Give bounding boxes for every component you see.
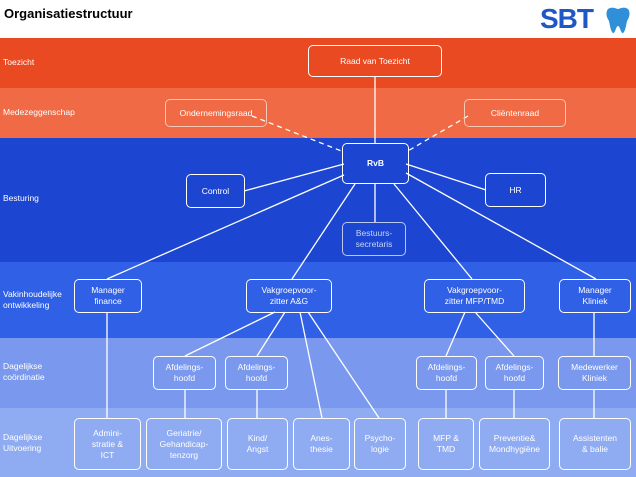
node-bestuurssecretaris: Bestuurs- secretaris — [342, 222, 406, 256]
line-rvb-mfp — [393, 183, 473, 280]
line-ag-afd1 — [184, 311, 276, 357]
line-rvb-kliniek — [405, 172, 597, 280]
line-ag-afd2 — [256, 311, 286, 357]
node-assistenten: Assistenten & balie — [559, 418, 631, 470]
line-mfp-afd3 — [445, 311, 466, 357]
node-anesthesie: Anes- thesie — [293, 418, 350, 470]
band-vakinhoudelijk: Vakinhoudelijke ontwikkeling — [0, 262, 636, 338]
band-toezicht: Toezicht — [0, 38, 636, 88]
band-dagelijkse-uitvoering: Dagelijkse Uitvoering — [0, 408, 636, 477]
node-hr: HR — [485, 173, 546, 207]
node-vakgroep-mfp: Vakgroepvoor- zitter MFP/TMD — [424, 279, 525, 313]
line-rvb-ag — [291, 183, 356, 280]
node-afdelingshoofd-4: Afdelings- hoofd — [485, 356, 544, 390]
node-administratie-ict: Admini- stratie & ICT — [74, 418, 141, 470]
node-medewerker-kliniek: Medewerker Kliniek — [558, 356, 631, 390]
node-geriatrie: Geriatrie/ Gehandicap- tenzorg — [146, 418, 222, 470]
line-cr-rvb — [405, 115, 469, 153]
line-rvb-finance — [106, 174, 345, 280]
band-label-dagelijkse-uitvoering: Dagelijkse Uitvoering — [3, 432, 43, 453]
line-ag-anesthesie — [299, 311, 323, 419]
line-ag-psychologie — [307, 311, 380, 419]
band-label-medezeggenschap: Medezeggenschap — [3, 107, 75, 117]
node-raad-van-toezicht: Raad van Toezicht — [308, 45, 442, 77]
band-medezeggenschap: Medezeggenschap — [0, 88, 636, 138]
node-afdelingshoofd-3: Afdelings- hoofd — [416, 356, 477, 390]
tooth-icon — [606, 7, 630, 34]
node-ondernemingsraad: Ondernemingsraad — [165, 99, 267, 127]
band-label-dagelijkse-coordinatie: Dagelijkse coördinatie — [3, 361, 45, 382]
line-or-rvb — [251, 115, 345, 153]
node-manager-finance: Manager finance — [74, 279, 142, 313]
node-control: Control — [186, 174, 245, 208]
band-label-besturing: Besturing — [3, 193, 39, 203]
band-label-vakinhoudelijk: Vakinhoudelijke ontwikkeling — [3, 289, 62, 310]
node-clientenraad: Cliëntenraad — [464, 99, 566, 127]
node-manager-kliniek: Manager Kliniek — [559, 279, 631, 313]
node-afdelingshoofd-1: Afdelings- hoofd — [153, 356, 216, 390]
line-mfp-afd4 — [474, 311, 515, 357]
page-title: Organisatiestructuur — [4, 6, 133, 21]
line-hr-rvb — [405, 163, 487, 191]
node-psychologie: Psycho- logie — [354, 418, 406, 470]
node-rvb: RvB — [342, 143, 409, 184]
band-label-toezicht: Toezicht — [3, 57, 35, 67]
sbt-logo: SBT — [540, 2, 636, 38]
node-preventie: Preventie& Mondhygiëne — [479, 418, 550, 470]
node-kind-angst: Kind/ Angst — [227, 418, 288, 470]
band-besturing: Besturing — [0, 138, 636, 262]
node-afdelingshoofd-2: Afdelings- hoofd — [225, 356, 288, 390]
line-control-rvb — [243, 163, 345, 192]
node-mfp-tmd: MFP & TMD — [418, 418, 474, 470]
logo-text: SBT — [540, 3, 594, 34]
node-vakgroep-ag: Vakgroepvoor- zitter A&G — [246, 279, 332, 313]
